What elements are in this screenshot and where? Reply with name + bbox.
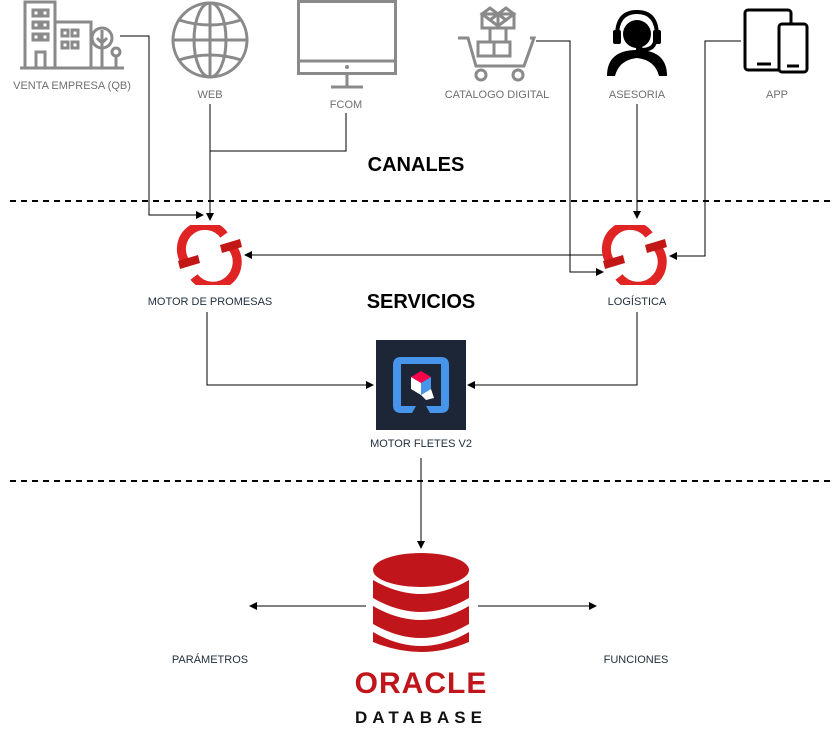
edge-logistica-fletes <box>467 312 638 389</box>
database-logo-text: DATABASE <box>355 708 487 727</box>
label-venta-empresa: VENTA EMPRESA (QB) <box>13 80 131 92</box>
openshift-icon <box>601 225 667 285</box>
globe-icon <box>171 1 249 79</box>
edge-app-logistica <box>669 40 741 260</box>
edge-promesas-fletes <box>206 312 374 389</box>
label-motor-promesas: MOTOR DE PROMESAS <box>147 296 273 308</box>
building-icon <box>20 0 124 70</box>
edge-fcom-motor <box>210 113 347 152</box>
label-funciones: FUNCIONES <box>603 654 669 666</box>
label-logistica: LOGÍSTICA <box>607 296 667 308</box>
mobile-devices-icon <box>743 8 809 74</box>
label-asesoria: ASESORIA <box>608 89 666 101</box>
section-title-servicios: SERVICIOS <box>366 291 476 313</box>
label-app: APP <box>765 89 789 101</box>
section-title-canales: CANALES <box>367 154 465 176</box>
label-catalogo-digital: CATALOGO DIGITAL <box>444 89 550 101</box>
label-fcom: FCOM <box>329 99 363 111</box>
edge-catalogo-logistica <box>536 40 604 276</box>
oracle-logo-text: ORACLE <box>354 667 488 700</box>
edge-venta-motor <box>120 35 204 219</box>
label-parametros: PARÁMETROS <box>171 654 249 666</box>
headset-agent-icon <box>607 9 667 76</box>
database-cylinder-icon <box>373 553 469 652</box>
label-web: WEB <box>197 89 223 101</box>
openshift-icon <box>176 225 242 285</box>
quarkus-icon <box>376 340 466 430</box>
label-motor-fletes: MOTOR FLETES V2 <box>370 438 472 450</box>
shopping-cart-icon <box>458 6 537 82</box>
monitor-icon <box>297 0 397 89</box>
